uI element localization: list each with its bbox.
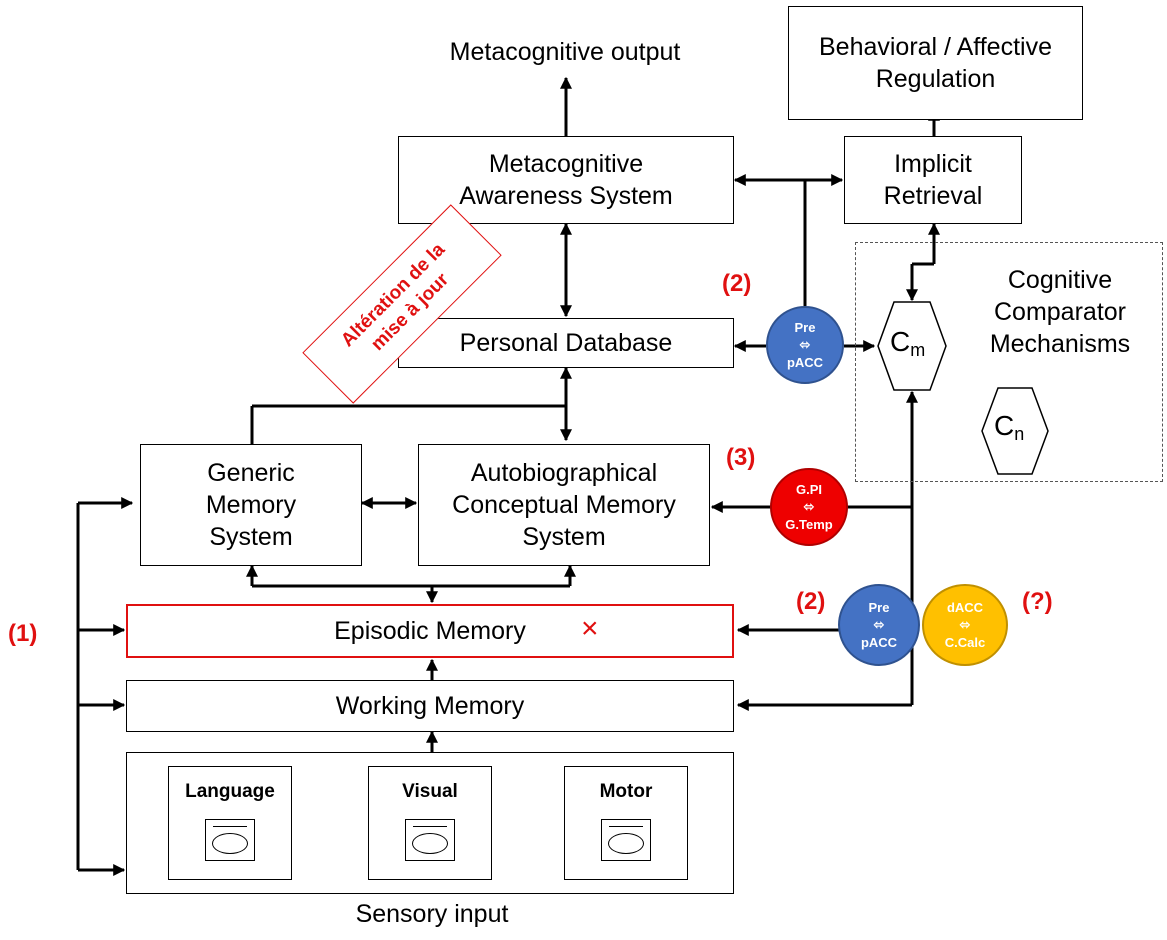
cm-hexagon: [877, 301, 947, 391]
implicit-retrieval-label: Implicit Retrieval: [883, 150, 983, 210]
comparator-region: [855, 242, 1163, 482]
label-question: (?): [1022, 588, 1053, 615]
pre-pacc-top-circle: Pre⬄pACC: [766, 306, 844, 384]
motor-module: Motor: [564, 766, 688, 880]
cm-hexagon-label: Cm: [890, 326, 926, 360]
comparator-title: Cognitive Comparator Mechanisms: [989, 266, 1131, 358]
working-memory-box: Working Memory: [126, 680, 734, 732]
label-3: (3): [726, 444, 756, 471]
gpi-gtemp-circle: G.PI⬄G.Temp: [770, 468, 848, 546]
label-2-bottom: (2): [796, 588, 826, 615]
personal-database-box: Personal Database: [398, 318, 734, 368]
dacc-ccalc-circle: dACC⬄C.Calc: [922, 584, 1008, 666]
behavioral-regulation-box: Behavioral / Affective Regulation: [788, 6, 1083, 120]
label-1: (1): [8, 620, 38, 647]
autobiographical-memory-box: Autobiographical Conceptual Memory Syste…: [418, 444, 710, 566]
autobiographical-memory-label: Autobiographical Conceptual Memory Syste…: [452, 459, 676, 551]
generic-memory-label: Generic Memory System: [205, 459, 297, 551]
episodic-memory-label: Episodic Memory: [334, 617, 526, 645]
behavioral-regulation-label: Behavioral / Affective Regulation: [818, 33, 1052, 93]
motor-module-icon: [601, 819, 651, 861]
motor-module-label: Motor: [599, 781, 653, 802]
language-module-icon: [205, 819, 255, 861]
sensory-input-label: Sensory input: [355, 900, 509, 928]
label-2-top: (2): [722, 270, 752, 297]
metacognitive-awareness-label: Metacognitive Awareness System: [459, 150, 673, 210]
visual-module-icon: [405, 819, 455, 861]
language-module-label: Language: [185, 781, 275, 802]
visual-module-label: Visual: [402, 781, 458, 802]
cn-hexagon-label: Cn: [994, 410, 1025, 444]
cn-hexagon: [981, 387, 1049, 475]
pre-pacc-bottom-circle: Pre⬄pACC: [838, 584, 920, 666]
generic-memory-box: Generic Memory System: [140, 444, 362, 566]
episodic-failure-mark: ×: [581, 612, 599, 645]
metacognitive-output-label: Metacognitive output: [449, 38, 681, 66]
working-memory-label: Working Memory: [335, 692, 525, 720]
language-module: Language: [168, 766, 292, 880]
episodic-memory-box: Episodic Memory: [126, 604, 734, 658]
implicit-retrieval-box: Implicit Retrieval: [844, 136, 1022, 224]
visual-module: Visual: [368, 766, 492, 880]
personal-database-label: Personal Database: [459, 329, 673, 357]
